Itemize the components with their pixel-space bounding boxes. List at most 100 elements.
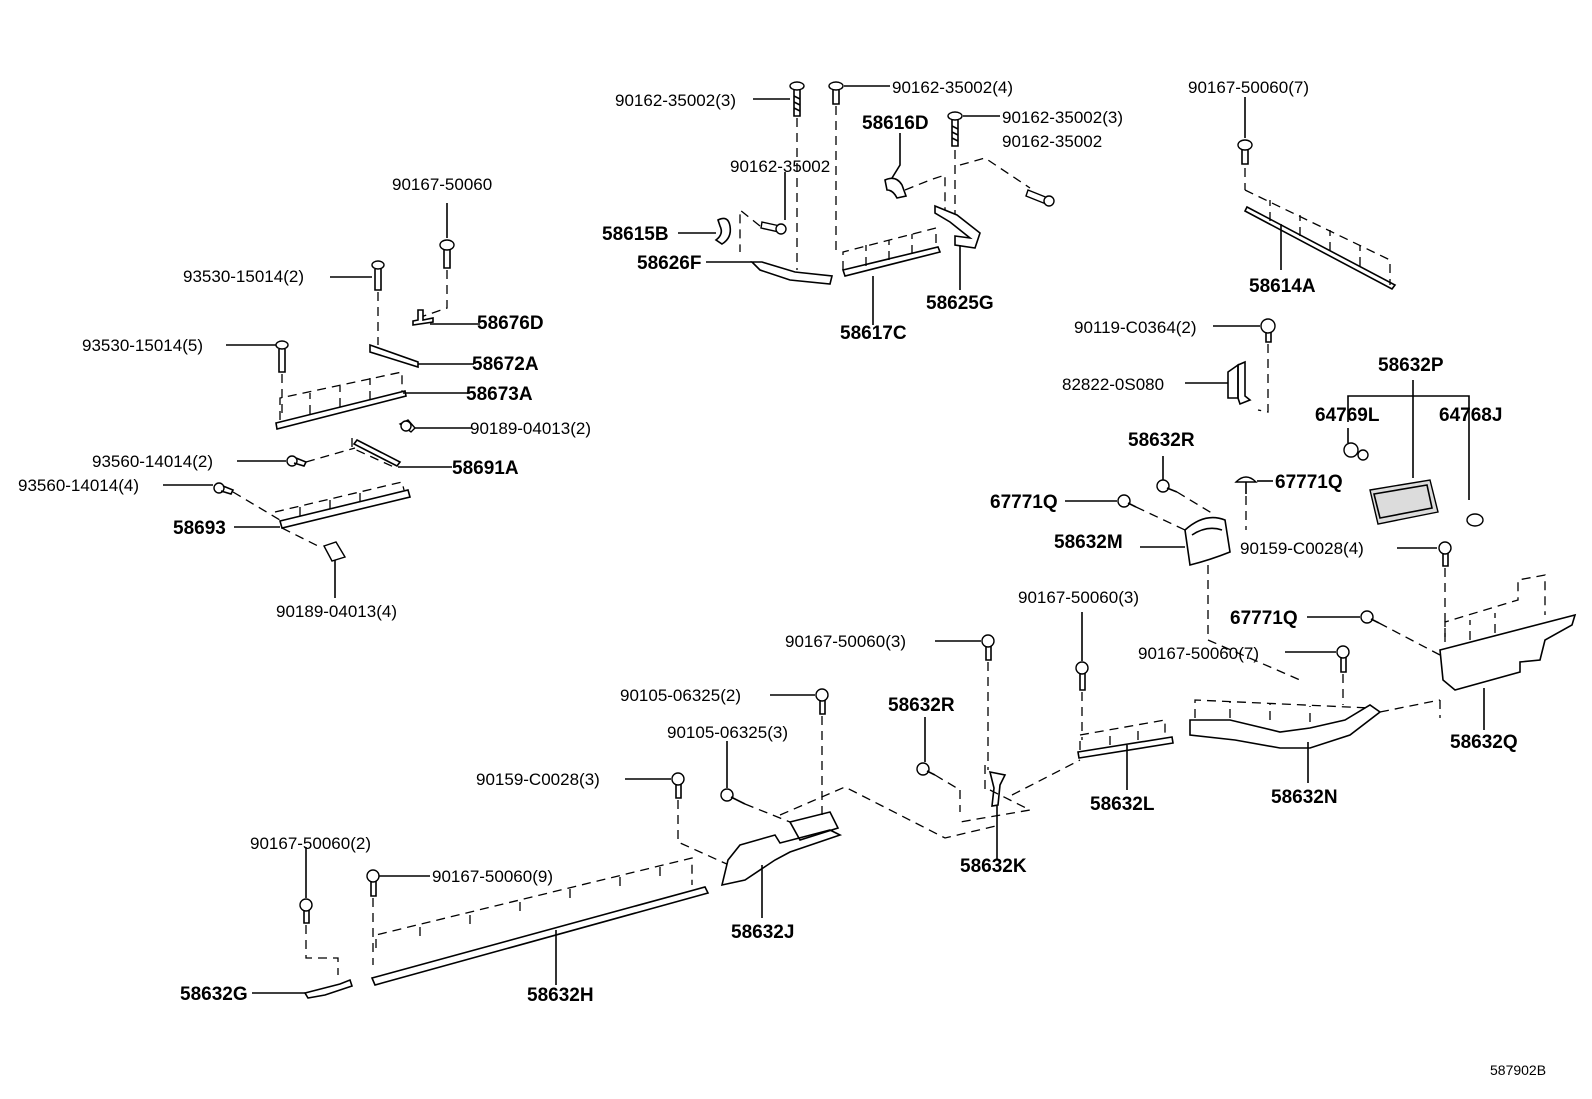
bolt-icon — [828, 81, 844, 105]
part-58615b — [714, 217, 732, 245]
label-64769l: 64769L — [1315, 405, 1380, 426]
label-58632l: 58632L — [1090, 794, 1155, 815]
label-82822-0s080: 82822-0S080 — [1062, 375, 1164, 394]
label-90162-35002-3b: 90162-35002(3) — [1002, 108, 1123, 127]
part-58617c — [841, 246, 942, 277]
group-bottom — [252, 634, 1081, 999]
label-58632h: 58632H — [527, 985, 594, 1006]
part-58632n — [1189, 704, 1382, 749]
label-90167-50060: 90167-50060 — [392, 175, 492, 194]
label-90162-35002-b: 90162-35002 — [730, 157, 830, 176]
bolt-icon — [720, 788, 746, 805]
screw-icon — [371, 260, 385, 291]
group-right — [1065, 318, 1577, 790]
clip-icon — [1234, 476, 1258, 494]
screw-icon — [1025, 189, 1055, 207]
part-58632g — [303, 978, 354, 999]
bolt-icon — [789, 81, 805, 117]
label-58632g: 58632G — [180, 984, 248, 1005]
clip-icon — [1343, 442, 1369, 461]
label-58615b: 58615B — [602, 224, 669, 245]
label-58616d: 58616D — [862, 113, 929, 134]
label-90189-04013-4: 90189-04013(4) — [276, 602, 397, 621]
bolt-icon — [1156, 479, 1178, 493]
bolt-icon — [1260, 318, 1276, 343]
label-90167-50060-9: 90167-50060(9) — [432, 867, 553, 886]
label-58676d: 58676D — [477, 313, 544, 334]
part-58672a — [369, 343, 419, 369]
label-90167-50060-7b: 90167-50060(7) — [1138, 644, 1259, 663]
clip-icon — [322, 541, 347, 562]
label-90162-35002-a: 90162-35002 — [1002, 132, 1102, 151]
part-58632m — [1184, 516, 1231, 566]
cap-icon — [1466, 513, 1484, 527]
bolt-icon — [1438, 541, 1452, 567]
figure-id: 587902B — [1490, 1062, 1546, 1078]
label-90105-06325-2: 90105-06325(2) — [620, 686, 741, 705]
label-58632j: 58632J — [731, 922, 794, 943]
bolt-icon — [981, 634, 995, 661]
label-64768j: 64768J — [1439, 405, 1502, 426]
bolt-icon — [1075, 661, 1089, 691]
part-58632l — [1077, 736, 1174, 759]
label-93560-14014-2: 93560-14014(2) — [92, 452, 213, 471]
clip-icon — [398, 419, 416, 433]
part-58691a — [352, 438, 402, 468]
label-58632m: 58632M — [1054, 532, 1123, 553]
label-90159-c0028-4: 90159-C0028(4) — [1240, 539, 1364, 558]
part-58632q — [1439, 613, 1577, 691]
bolt-icon — [1237, 139, 1253, 165]
label-90159-c0028-3: 90159-C0028(3) — [476, 770, 600, 789]
label-90167-50060-3b: 90167-50060(3) — [785, 632, 906, 651]
label-67771q-c: 67771Q — [1230, 608, 1298, 629]
label-90162-35002-4: 90162-35002(4) — [892, 78, 1013, 97]
label-58632k: 58632K — [960, 856, 1027, 877]
label-58693: 58693 — [173, 518, 226, 539]
bolt-icon — [815, 688, 829, 715]
label-58632n: 58632N — [1271, 787, 1338, 808]
label-93530-15014-5: 93530-15014(5) — [82, 336, 203, 355]
label-58632r-a: 58632R — [1128, 430, 1195, 451]
bolt-icon — [1336, 645, 1350, 673]
label-58691a: 58691A — [452, 458, 519, 479]
group-left — [163, 203, 480, 598]
bolt-icon — [439, 239, 455, 269]
group-58614a — [1237, 97, 1397, 291]
screw-icon — [213, 482, 235, 495]
label-90162-35002-3a: 90162-35002(3) — [615, 91, 736, 110]
part-58632j — [720, 829, 843, 887]
labels: 90162-35002(3) 90162-35002(4) 90162-3500… — [18, 78, 1546, 1078]
label-58626f: 58626F — [637, 253, 701, 274]
label-90167-50060-3a: 90167-50060(3) — [1018, 588, 1139, 607]
part-58632h — [370, 886, 710, 986]
label-58632r-b: 58632R — [888, 695, 955, 716]
screw-icon — [275, 340, 289, 373]
part-58676d — [412, 309, 434, 326]
label-58625g: 58625G — [926, 293, 994, 314]
label-58673a: 58673A — [466, 384, 533, 405]
label-67771q-b: 67771Q — [1275, 472, 1343, 493]
label-58632p: 58632P — [1378, 355, 1444, 376]
bolt-icon — [916, 762, 936, 776]
label-58632q: 58632Q — [1450, 732, 1518, 753]
label-90189-04013-2: 90189-04013(2) — [470, 419, 591, 438]
label-58617c: 58617C — [840, 323, 907, 344]
screw-icon — [286, 455, 308, 467]
clip-icon — [1117, 494, 1137, 508]
bolt-icon — [299, 898, 313, 924]
bolt-icon — [671, 772, 685, 799]
label-58672a: 58672A — [472, 354, 539, 375]
label-90167-50060-2: 90167-50060(2) — [250, 834, 371, 853]
label-67771q-a: 67771Q — [990, 492, 1058, 513]
part-58614a — [1243, 205, 1397, 291]
group-top-center — [678, 81, 1055, 325]
part-58693 — [279, 489, 411, 529]
part-58625g — [934, 204, 981, 249]
bolt-icon — [366, 869, 380, 897]
part-58632k — [988, 770, 1007, 807]
screw-icon — [760, 221, 787, 235]
label-93530-15014-2: 93530-15014(2) — [183, 267, 304, 286]
part-58616d — [884, 177, 908, 199]
label-93560-14014-4: 93560-14014(4) — [18, 476, 139, 495]
label-90105-06325-3: 90105-06325(3) — [667, 723, 788, 742]
